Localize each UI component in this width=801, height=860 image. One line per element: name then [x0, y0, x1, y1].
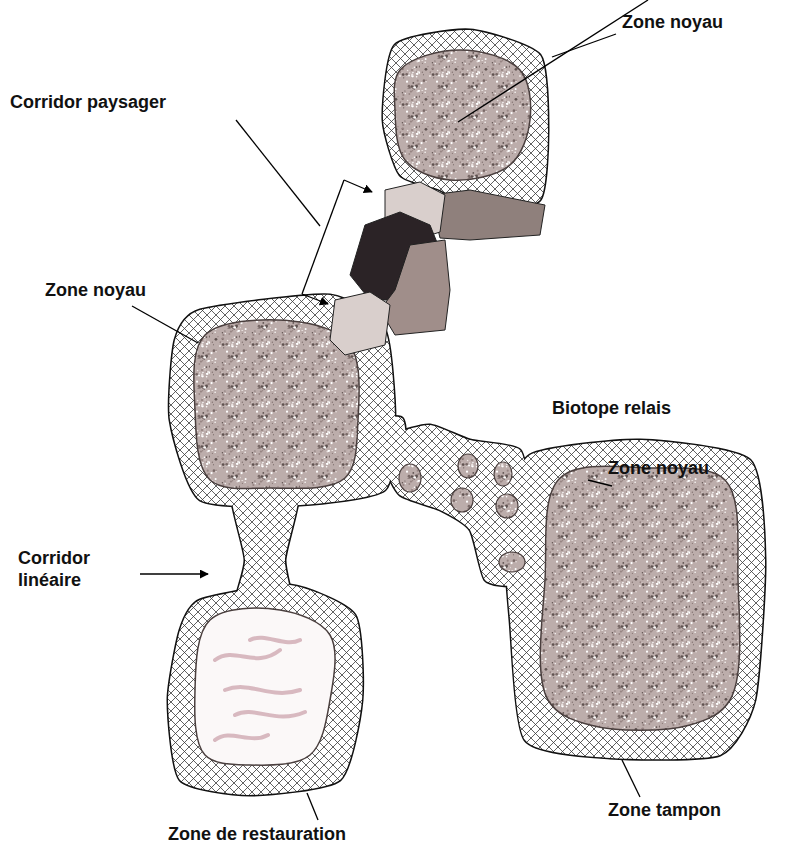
corridor-patch	[430, 190, 545, 240]
leader-line	[552, 34, 616, 57]
leader-line	[622, 760, 640, 797]
leader-line	[132, 306, 198, 343]
callout-label: Biotope relais	[552, 398, 671, 420]
core-zone	[394, 50, 530, 180]
core-zone	[194, 320, 359, 489]
callout-label: Zone noyau	[45, 280, 146, 302]
callout-label: Zone tampon	[608, 800, 721, 822]
restoration-area	[195, 608, 335, 765]
buffer-zone	[168, 30, 765, 795]
relay-patch	[451, 488, 473, 512]
buffer-hatch	[505, 440, 765, 759]
callout-label: Corridor paysager	[10, 92, 166, 114]
callout-label: Corridor linéaire	[18, 548, 118, 591]
restoration-zone	[195, 608, 335, 765]
leader-line	[302, 180, 344, 294]
core-zone	[540, 466, 740, 730]
buffer-outline	[385, 425, 535, 586]
buffer-outline	[505, 440, 765, 759]
relay-patch	[499, 552, 525, 572]
callout-label: Zone noyau	[622, 12, 723, 34]
relay-patch	[399, 464, 421, 492]
relay-patch	[458, 454, 478, 478]
bracket-arrow	[344, 180, 372, 192]
restoration-texture	[250, 638, 300, 643]
restoration-texture	[225, 687, 300, 693]
relay-patch	[494, 462, 512, 486]
callout-label: Zone noyau	[608, 458, 709, 480]
restoration-texture	[215, 650, 280, 660]
leader-line	[458, 0, 648, 122]
leader-line	[588, 480, 612, 486]
leader-line	[236, 120, 320, 226]
buffer-hatch	[385, 425, 535, 586]
relay-patch	[496, 494, 518, 518]
corridor-patch	[380, 240, 450, 335]
restoration-texture	[235, 712, 305, 717]
bracket-arrow	[302, 294, 328, 304]
leader-line	[307, 793, 318, 820]
leader-line	[140, 573, 208, 574]
callout-label: Zone de restauration	[168, 824, 346, 846]
corridor-patch	[330, 292, 390, 355]
buffer-hatch	[168, 585, 363, 795]
restoration-texture	[215, 735, 268, 740]
buffer-outline	[168, 585, 363, 795]
